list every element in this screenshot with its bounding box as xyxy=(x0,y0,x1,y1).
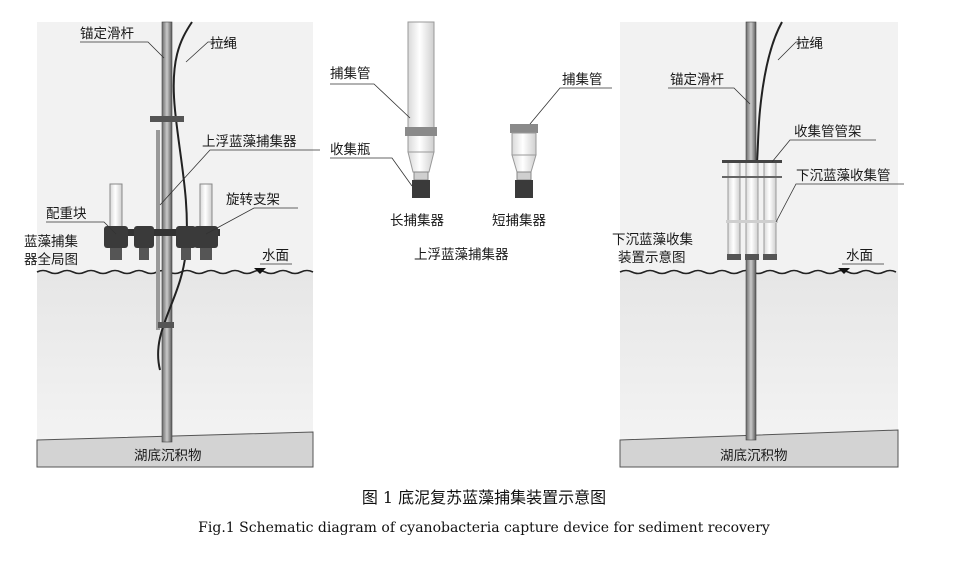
caption-en: Fig.1 Schematic diagram of cyanobacteria… xyxy=(198,520,770,536)
right-label-anchor-rod: 锚定滑杆 xyxy=(670,72,724,88)
right-leader-lines xyxy=(668,41,904,265)
right-label-water-surface: 水面 xyxy=(846,248,873,264)
left-label-rotating-bracket: 旋转支架 xyxy=(226,192,280,208)
middle-label-group-title: 上浮蓝藻捕集器 xyxy=(414,247,509,263)
left-label-rope: 拉绳 xyxy=(210,36,237,52)
left-collector-4 xyxy=(194,183,218,260)
right-lakebed-sediment xyxy=(619,429,899,468)
right-label-rope: 拉绳 xyxy=(796,36,823,52)
left-label-sediment: 湖底沉积物 xyxy=(134,448,202,464)
left-water-body xyxy=(37,272,313,440)
left-label-overview-1: 蓝藻捕集 xyxy=(24,234,78,250)
left-collector-2 xyxy=(134,226,154,260)
right-label-sediment: 湖底沉积物 xyxy=(720,448,788,464)
middle-panel: 捕集管 收集瓶 捕集管 长捕集器 短捕集器 上浮蓝藻捕集器 xyxy=(330,21,612,263)
caption-cn: 图 1 底泥复苏蓝藻捕集装置示意图 xyxy=(362,488,606,507)
left-leader-lines xyxy=(46,41,320,265)
left-label-floating-collector: 上浮蓝藻捕集器 xyxy=(202,134,297,150)
left-panel: 锚定滑杆 拉绳 上浮蓝藻捕集器 旋转支架 配重块 蓝藻捕集 器全局图 水面 湖底… xyxy=(24,21,320,468)
short-collector xyxy=(510,124,538,198)
middle-label-short-collector: 短捕集器 xyxy=(492,213,546,229)
right-label-sinking-tube: 下沉蓝藻收集管 xyxy=(796,168,891,184)
left-label-water-surface: 水面 xyxy=(262,248,289,264)
left-handle-upper xyxy=(150,116,184,122)
middle-label-short-tube: 捕集管 xyxy=(562,72,603,88)
middle-label-collection-bottle: 收集瓶 xyxy=(330,142,371,158)
middle-label-long-tube: 捕集管 xyxy=(330,66,371,82)
left-label-anchor-rod: 锚定滑杆 xyxy=(80,26,134,42)
left-rotating-bracket-bar xyxy=(108,229,220,236)
left-label-overview-2: 器全局图 xyxy=(24,251,78,268)
right-panel: 拉绳 锚定滑杆 收集管管架 下沉蓝藻收集管 下沉蓝藻收集 装置示意图 水面 湖底… xyxy=(612,21,904,468)
right-water-surface-line xyxy=(619,269,897,275)
left-handle-lower xyxy=(158,322,174,328)
left-rope xyxy=(157,21,193,371)
right-water-marker xyxy=(838,268,850,274)
left-water-surface-line xyxy=(36,269,314,275)
sinking-collection-tubes xyxy=(726,161,778,260)
right-label-tube-rack: 收集管管架 xyxy=(794,124,862,140)
right-water-body xyxy=(620,272,898,440)
right-label-device-1: 下沉蓝藻收集 xyxy=(612,232,693,248)
left-collector-3 xyxy=(176,226,196,260)
right-label-device-2: 装置示意图 xyxy=(618,249,686,266)
left-water-marker xyxy=(254,268,266,274)
right-rope xyxy=(756,21,783,163)
left-lakebed-sediment xyxy=(36,431,314,468)
middle-leader-lines xyxy=(330,83,612,187)
middle-label-long-collector: 长捕集器 xyxy=(390,213,444,229)
long-collector xyxy=(405,21,437,198)
left-label-counterweight: 配重块 xyxy=(46,206,87,222)
left-collector-1 xyxy=(104,183,128,260)
tube-rack-top xyxy=(722,160,782,163)
tube-rack-mid xyxy=(722,176,782,178)
right-air-background xyxy=(620,22,898,272)
